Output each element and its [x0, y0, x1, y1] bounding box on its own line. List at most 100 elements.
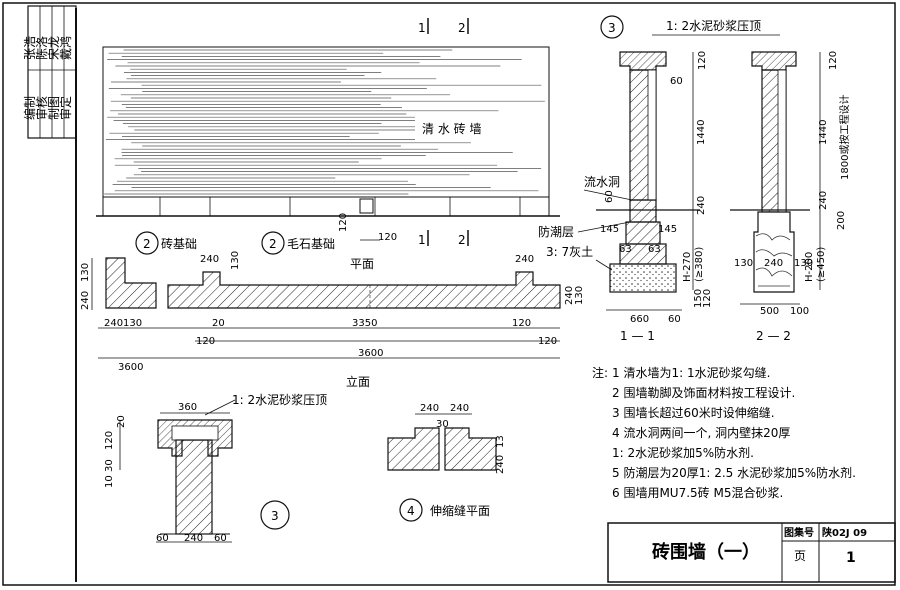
- detail3-dim-20: 20: [116, 415, 127, 428]
- detail-3-callout-on-section: [600, 15, 624, 39]
- sidebar-role-2: 审核: [34, 96, 49, 120]
- signature-sidebar: 编制 张浩 审核 陈洛 制图 宋龙 审定 戴鸿: [22, 5, 77, 139]
- section-2-2: 120 1440 1800或按工程设计 240 200 H-200 (≥450)…: [730, 51, 851, 343]
- note-3: 3 围墙长超过60米时设伸缩缝.: [612, 405, 775, 420]
- detail4-label: 伸缩缝平面: [430, 503, 490, 518]
- plan-dim-3600-left: 3600: [118, 362, 143, 373]
- detail4-num: 4: [407, 504, 415, 518]
- plan-dim-3600-right: 3600: [358, 348, 383, 359]
- plan-dim-120-a: 120: [196, 336, 215, 347]
- elevation-title: 立面: [346, 374, 370, 389]
- atlas-number-label: 图集号: [784, 526, 814, 539]
- lime-soil-label: 3: 7灰土: [546, 245, 593, 259]
- s11-dim-60-left: 60: [604, 190, 615, 203]
- s11-dim-60-bottom: 60: [668, 314, 681, 325]
- page-number: 1: [846, 550, 856, 566]
- section-1-1: 3 1: 2水泥砂浆压顶 流水洞 防潮层 3: 7灰土 120 60 1440 …: [538, 15, 780, 343]
- detail3-dim-240: 240: [184, 533, 203, 544]
- detail-4-expansion-joint: 240 240 30 13 240 4 伸缩缝平面: [387, 403, 506, 522]
- note-2: 2 围墙勒脚及饰面材料按工程设计.: [612, 385, 795, 400]
- plan-dim-240-bottom: 240: [104, 318, 123, 329]
- note-4: 4 流水洞两间一个, 洞内壁抹20厚: [612, 425, 790, 440]
- sidebar-name-4: 戴鸿: [58, 36, 73, 60]
- detail4-dim-30: 30: [436, 419, 449, 430]
- drawing-title: 砖围墙（一）: [652, 541, 760, 563]
- sidebar-name-1: 张浩: [23, 36, 37, 60]
- plan-dim-130-right-pier: 130: [574, 286, 585, 305]
- s11-dim-145-left: 145: [600, 224, 619, 235]
- s11-dim-63-left: 63: [619, 244, 632, 255]
- s11-dim-660: 660: [630, 314, 649, 325]
- note-4-cont: 1: 2水泥砂浆加5%防水剂.: [612, 445, 754, 460]
- plan-dim-130-bottom: 130: [123, 318, 142, 329]
- elev-dim-120-h: 120: [378, 232, 397, 243]
- detail4-dim-240-right: 240: [450, 403, 469, 414]
- detail3-dim-360: 360: [178, 402, 197, 413]
- detail3-dim-60-left: 60: [156, 533, 169, 544]
- section11-cap-label: 1: 2水泥砂浆压顶: [666, 18, 761, 33]
- sidebar-role-1: 编制: [22, 96, 37, 120]
- plan-dim-240-vert-left: 240: [80, 291, 91, 310]
- s22-height-label: 1800或按工程设计: [838, 95, 851, 180]
- s11-dim-145-right: 145: [658, 224, 677, 235]
- plan-dim-240-right-pier: 240: [515, 254, 534, 265]
- s22-dim-1440: 1440: [818, 120, 829, 145]
- detail-4-callout: [399, 498, 423, 522]
- note-6: 6 围墙用MU7.5砖 M5混合砂浆.: [612, 485, 783, 500]
- s11-dim-240: 240: [696, 196, 707, 215]
- detail4-dim-240-left: 240: [420, 403, 439, 414]
- s11-dim-60-top: 60: [670, 76, 683, 87]
- plan-dim-240-left-pier: 240: [200, 254, 219, 265]
- page-label: 页: [794, 549, 806, 563]
- s22-dim-130-right: 130: [794, 258, 813, 269]
- s11-dim-120b: 120: [702, 289, 713, 308]
- s11-dim-h270: H-270: [682, 252, 693, 282]
- s11-dim-120: 120: [697, 51, 708, 70]
- atlas-number-value: 陕02J 09: [822, 526, 867, 539]
- brick-foundation-num: 2: [143, 237, 151, 251]
- plan-title: 平面: [350, 257, 374, 271]
- s11-dim-150: 150: [693, 289, 704, 308]
- plan-dim-240-vert-right: 240: [564, 286, 575, 305]
- detail3-dim-30: 30: [104, 459, 115, 472]
- s22-dim-240: 240: [818, 191, 829, 210]
- note-5: 5 防潮层为20厚1: 2.5 水泥砂浆加5%防水剂.: [612, 465, 856, 480]
- detail3-cap-label: 1: 2水泥砂浆压顶: [232, 392, 327, 407]
- section11-detail-num: 3: [608, 21, 616, 35]
- s22-dim-h450: (≥450): [816, 247, 827, 282]
- rubble-foundation-num: 2: [269, 237, 277, 251]
- brick-foundation-label: 砖基础: [161, 236, 197, 251]
- detail3-num: 3: [271, 509, 279, 523]
- detail-3-callout: [260, 500, 290, 530]
- section-mark-1-bottom: 1: [418, 233, 426, 247]
- s22-dim-500: 500: [760, 306, 779, 317]
- s22-dim-h200: H-200: [804, 252, 815, 282]
- s22-dim-130-left: 130: [734, 258, 753, 269]
- detail3-dim-120: 120: [104, 431, 115, 450]
- plan-dim-20-left: 20: [212, 318, 225, 329]
- s11-dim-63-right: 63: [648, 244, 661, 255]
- brick-foundation-callout: [135, 231, 159, 255]
- general-notes: 注: 1 清水墙为1: 1水泥砂浆勾缝. 2 围墙勒脚及饰面材料按工程设计. 3…: [592, 365, 856, 500]
- dpc-label: 防潮层: [538, 224, 574, 239]
- wall-plan: 平面 240 130 240 130 240 240 130 240 130 2…: [80, 251, 585, 389]
- detail4-dim-13: 13: [495, 435, 506, 448]
- title-block: 砖围墙（一） 图集号 陕02J 09 页 1: [607, 522, 896, 583]
- section-mark-2-bottom: 2: [458, 233, 466, 247]
- notes-prefix: 注:: [592, 365, 608, 380]
- wall-elevation: 1 2 清 水 砖 墙 120 120 1 2: [96, 18, 560, 247]
- drain-hole-label: 流水洞: [584, 175, 620, 189]
- sidebar-role-3: 制图: [47, 96, 61, 120]
- elev-dim-120-v: 120: [338, 213, 349, 232]
- rubble-foundation-callout: [261, 231, 285, 255]
- sidebar-name-3: 宋龙: [46, 36, 61, 60]
- sidebar-name-2: 陈洛: [34, 36, 49, 60]
- note-1: 1 清水墙为1: 1水泥砂浆勾缝.: [612, 365, 770, 380]
- section-1-1-title: 1 — 1: [620, 329, 655, 343]
- sidebar-role-4: 审定: [58, 96, 73, 120]
- section-mark-1-top: 1: [418, 21, 426, 35]
- detail3-dim-10: 10: [104, 475, 115, 488]
- plan-dim-130-left-pier: 130: [230, 251, 241, 270]
- s11-dim-1440: 1440: [696, 120, 707, 145]
